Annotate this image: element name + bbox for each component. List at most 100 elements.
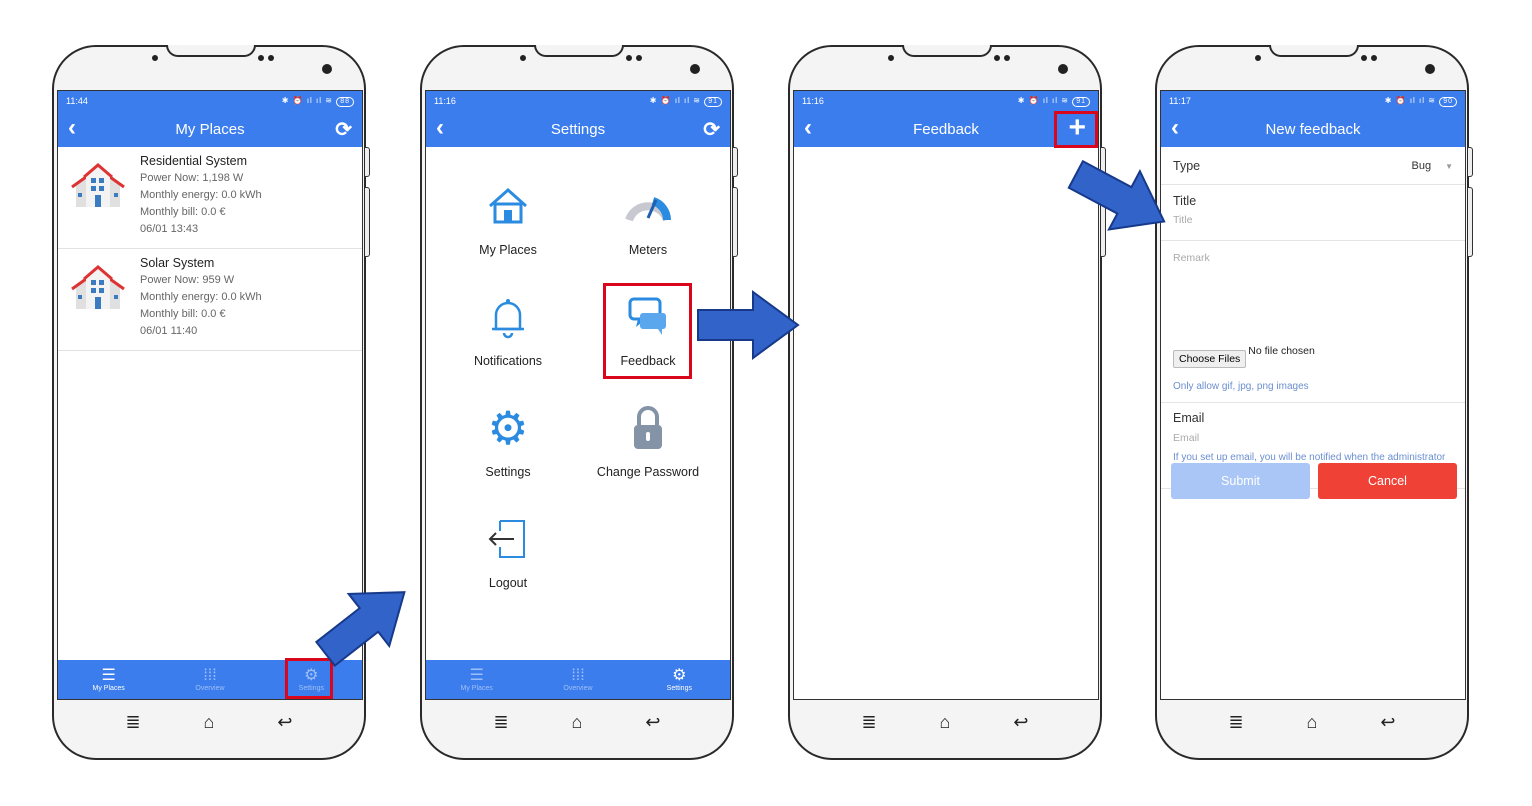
dropdown-caret-icon: ▼: [1445, 161, 1453, 171]
nav-keys: ≣ ⌂ ↩: [790, 712, 1100, 733]
settings-item-notifications[interactable]: Notifications: [438, 294, 578, 368]
status-bar: 11:16✱ ⏰ ıl ıl ≋ 91: [426, 91, 730, 111]
home-key-icon[interactable]: ⌂: [203, 712, 215, 732]
sensor-dot: [258, 55, 264, 61]
tab-overview[interactable]: ⁞⁞⁞Overview: [159, 660, 260, 699]
camera: [1058, 64, 1068, 74]
add-feedback-plus-icon[interactable]: +: [1068, 111, 1086, 144]
settings-item-feedback[interactable]: Feedback: [578, 294, 718, 368]
nav-keys: ≣ ⌂ ↩: [1157, 712, 1467, 733]
sensor-dot: [152, 55, 158, 61]
settings-item-logout[interactable]: Logout: [438, 516, 578, 590]
page-title: Feedback: [913, 120, 979, 138]
highlight-feedback-item: [603, 283, 692, 379]
tab-my-places[interactable]: ☰My Places: [58, 660, 159, 699]
logout-icon: [488, 520, 525, 558]
back-icon[interactable]: ‹: [436, 114, 444, 141]
cancel-button[interactable]: Cancel: [1318, 463, 1457, 499]
settings-item-settings[interactable]: ⚙Settings: [438, 405, 578, 479]
type-select[interactable]: Type Bug▼: [1161, 147, 1465, 185]
remark-textarea[interactable]: Remark: [1161, 241, 1465, 345]
sensor-dot: [994, 55, 1000, 61]
home-key-icon[interactable]: ⌂: [571, 712, 583, 732]
phone-my-places: 11:44✱ ⏰ ıl ıl ≋ 88 ‹ My Places ⟳ Reside…: [52, 45, 370, 760]
list-icon: ☰: [469, 667, 484, 684]
screen: 11:16✱ ⏰ ıl ıl ≋ 91 ‹ Feedback +: [793, 90, 1099, 700]
tab-label: My Places: [92, 685, 125, 692]
email-input[interactable]: Email: [1173, 432, 1200, 444]
sensor-dot: [888, 55, 894, 61]
no-file-text: No file chosen: [1248, 345, 1315, 357]
sensor-dot: [1371, 55, 1377, 61]
sensor-dot: [636, 55, 642, 61]
monthly-energy: Monthly energy: 0.0 kWh: [140, 189, 262, 201]
battery: 91: [1072, 96, 1090, 107]
menu-key-icon[interactable]: ≣: [861, 712, 877, 732]
home-key-icon[interactable]: ⌂: [939, 712, 951, 732]
list-icon: ☰: [101, 667, 116, 684]
menu-key-icon[interactable]: ≣: [493, 712, 509, 732]
bell-icon: [492, 299, 524, 339]
gear-icon: ⚙: [672, 667, 687, 684]
side-button: [1468, 187, 1473, 257]
type-label: Type: [1173, 158, 1201, 173]
back-key-icon[interactable]: ↩: [1013, 712, 1029, 732]
title-input[interactable]: Title: [1173, 214, 1193, 226]
page-title: My Places: [175, 120, 245, 138]
menu-key-icon[interactable]: ≣: [1228, 712, 1244, 732]
sensor-dot: [520, 55, 526, 61]
page-title: Settings: [550, 120, 606, 138]
menu-key-icon[interactable]: ≣: [125, 712, 141, 732]
battery: 90: [1439, 96, 1457, 107]
grid-icon: ⁞⁞⁞: [571, 667, 585, 684]
side-button: [1468, 147, 1473, 177]
tab-label: Overview: [195, 685, 225, 692]
back-icon[interactable]: ‹: [804, 114, 812, 141]
monthly-bill: Monthly bill: 0.0 €: [140, 206, 226, 218]
sensor-dot: [1004, 55, 1010, 61]
phone-new-feedback: 11:17✱ ⏰ ıl ıl ≋ 90 ‹ New feedback Type …: [1155, 45, 1473, 760]
refresh-icon[interactable]: ⟳: [335, 119, 352, 141]
file-hint: Only allow gif, jpg, png images: [1173, 381, 1309, 392]
app-header: ‹ New feedback: [1161, 111, 1465, 147]
app-header: ‹ My Places ⟳: [58, 111, 362, 147]
status-time: 11:16: [802, 96, 824, 106]
app-header: ‹ Feedback +: [794, 111, 1098, 147]
choose-files-button[interactable]: Choose Files: [1173, 350, 1247, 368]
gear-icon: ⚙: [304, 667, 319, 684]
lock-icon: [634, 406, 662, 449]
power-now: Power Now: 959 W: [140, 274, 235, 286]
nav-keys: ≣ ⌂ ↩: [422, 712, 732, 733]
gauge-icon: [625, 197, 671, 222]
chat-bubbles-icon: [628, 297, 666, 335]
sensor-dot: [268, 55, 274, 61]
tab-overview[interactable]: ⁞⁞⁞Overview: [527, 660, 628, 699]
back-key-icon[interactable]: ↩: [645, 712, 661, 732]
phone-settings: 11:16✱ ⏰ ıl ıl ≋ 91 ‹ Settings ⟳ My Plac…: [420, 45, 738, 760]
bottom-nav: ☰My Places ⁞⁞⁞Overview ⚙Settings: [58, 660, 362, 699]
nav-keys: ≣ ⌂ ↩: [54, 712, 364, 733]
item-label: Notifications: [473, 354, 543, 368]
settings-item-change-password[interactable]: Change Password: [578, 405, 718, 479]
tab-label: Overview: [563, 685, 593, 692]
tab-settings[interactable]: ⚙Settings: [261, 660, 362, 699]
back-icon[interactable]: ‹: [1171, 114, 1179, 141]
settings-item-meters[interactable]: Meters: [578, 183, 718, 257]
item-label: Change Password: [596, 465, 700, 479]
submit-button[interactable]: Submit: [1171, 463, 1310, 499]
settings-item-my-places[interactable]: My Places: [438, 183, 578, 257]
tab-label: Settings: [298, 685, 324, 692]
back-key-icon[interactable]: ↩: [1380, 712, 1396, 732]
tab-settings[interactable]: ⚙Settings: [629, 660, 730, 699]
back-key-icon[interactable]: ↩: [277, 712, 293, 732]
home-key-icon[interactable]: ⌂: [1306, 712, 1318, 732]
phone-feedback: 11:16✱ ⏰ ıl ıl ≋ 91 ‹ Feedback + ≣ ⌂ ↩: [788, 45, 1106, 760]
battery: 91: [704, 96, 722, 107]
refresh-icon[interactable]: ⟳: [703, 119, 720, 141]
back-icon[interactable]: ‹: [68, 114, 76, 141]
tab-my-places[interactable]: ☰My Places: [426, 660, 527, 699]
item-label: Logout: [488, 576, 528, 590]
